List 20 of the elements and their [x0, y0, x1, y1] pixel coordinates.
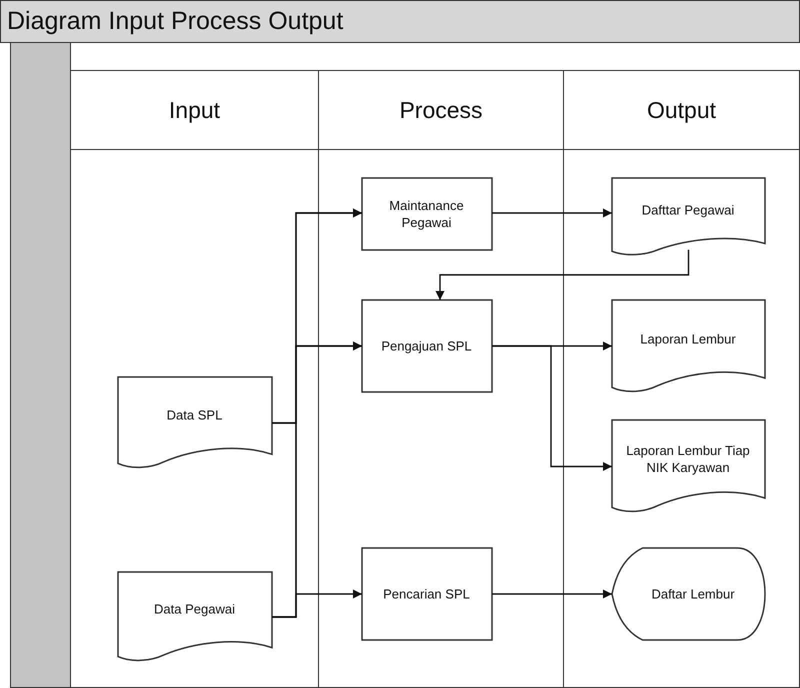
diagram-title: Diagram Input Process Output: [0, 0, 800, 43]
shape-label: Data Pegawai: [153, 600, 236, 618]
lane-header: Output: [564, 71, 799, 150]
arrow: [492, 345, 612, 471]
side-band: [10, 42, 71, 688]
swimlane: [563, 70, 800, 688]
shape-label: Daftar Lembur: [650, 585, 736, 602]
shape-label: Data SPL: [166, 406, 224, 424]
shape-label: Pengajuan SPL: [380, 337, 473, 354]
arrow: [436, 250, 690, 300]
shape-label: Maintanance Pegawai: [388, 196, 465, 230]
shape-label: Laporan Lembur: [639, 330, 737, 348]
shape-label: Laporan Lembur Tiap NIK Karyawan: [625, 442, 751, 476]
shape-label: Dafttar Pegawai: [640, 202, 736, 219]
swimlane: [70, 70, 319, 688]
swimlane: [318, 70, 564, 688]
arrow: [492, 208, 612, 218]
shape-label: Pencarian SPL: [382, 585, 471, 602]
arrow: [492, 590, 612, 598]
arrow: [272, 590, 362, 618]
